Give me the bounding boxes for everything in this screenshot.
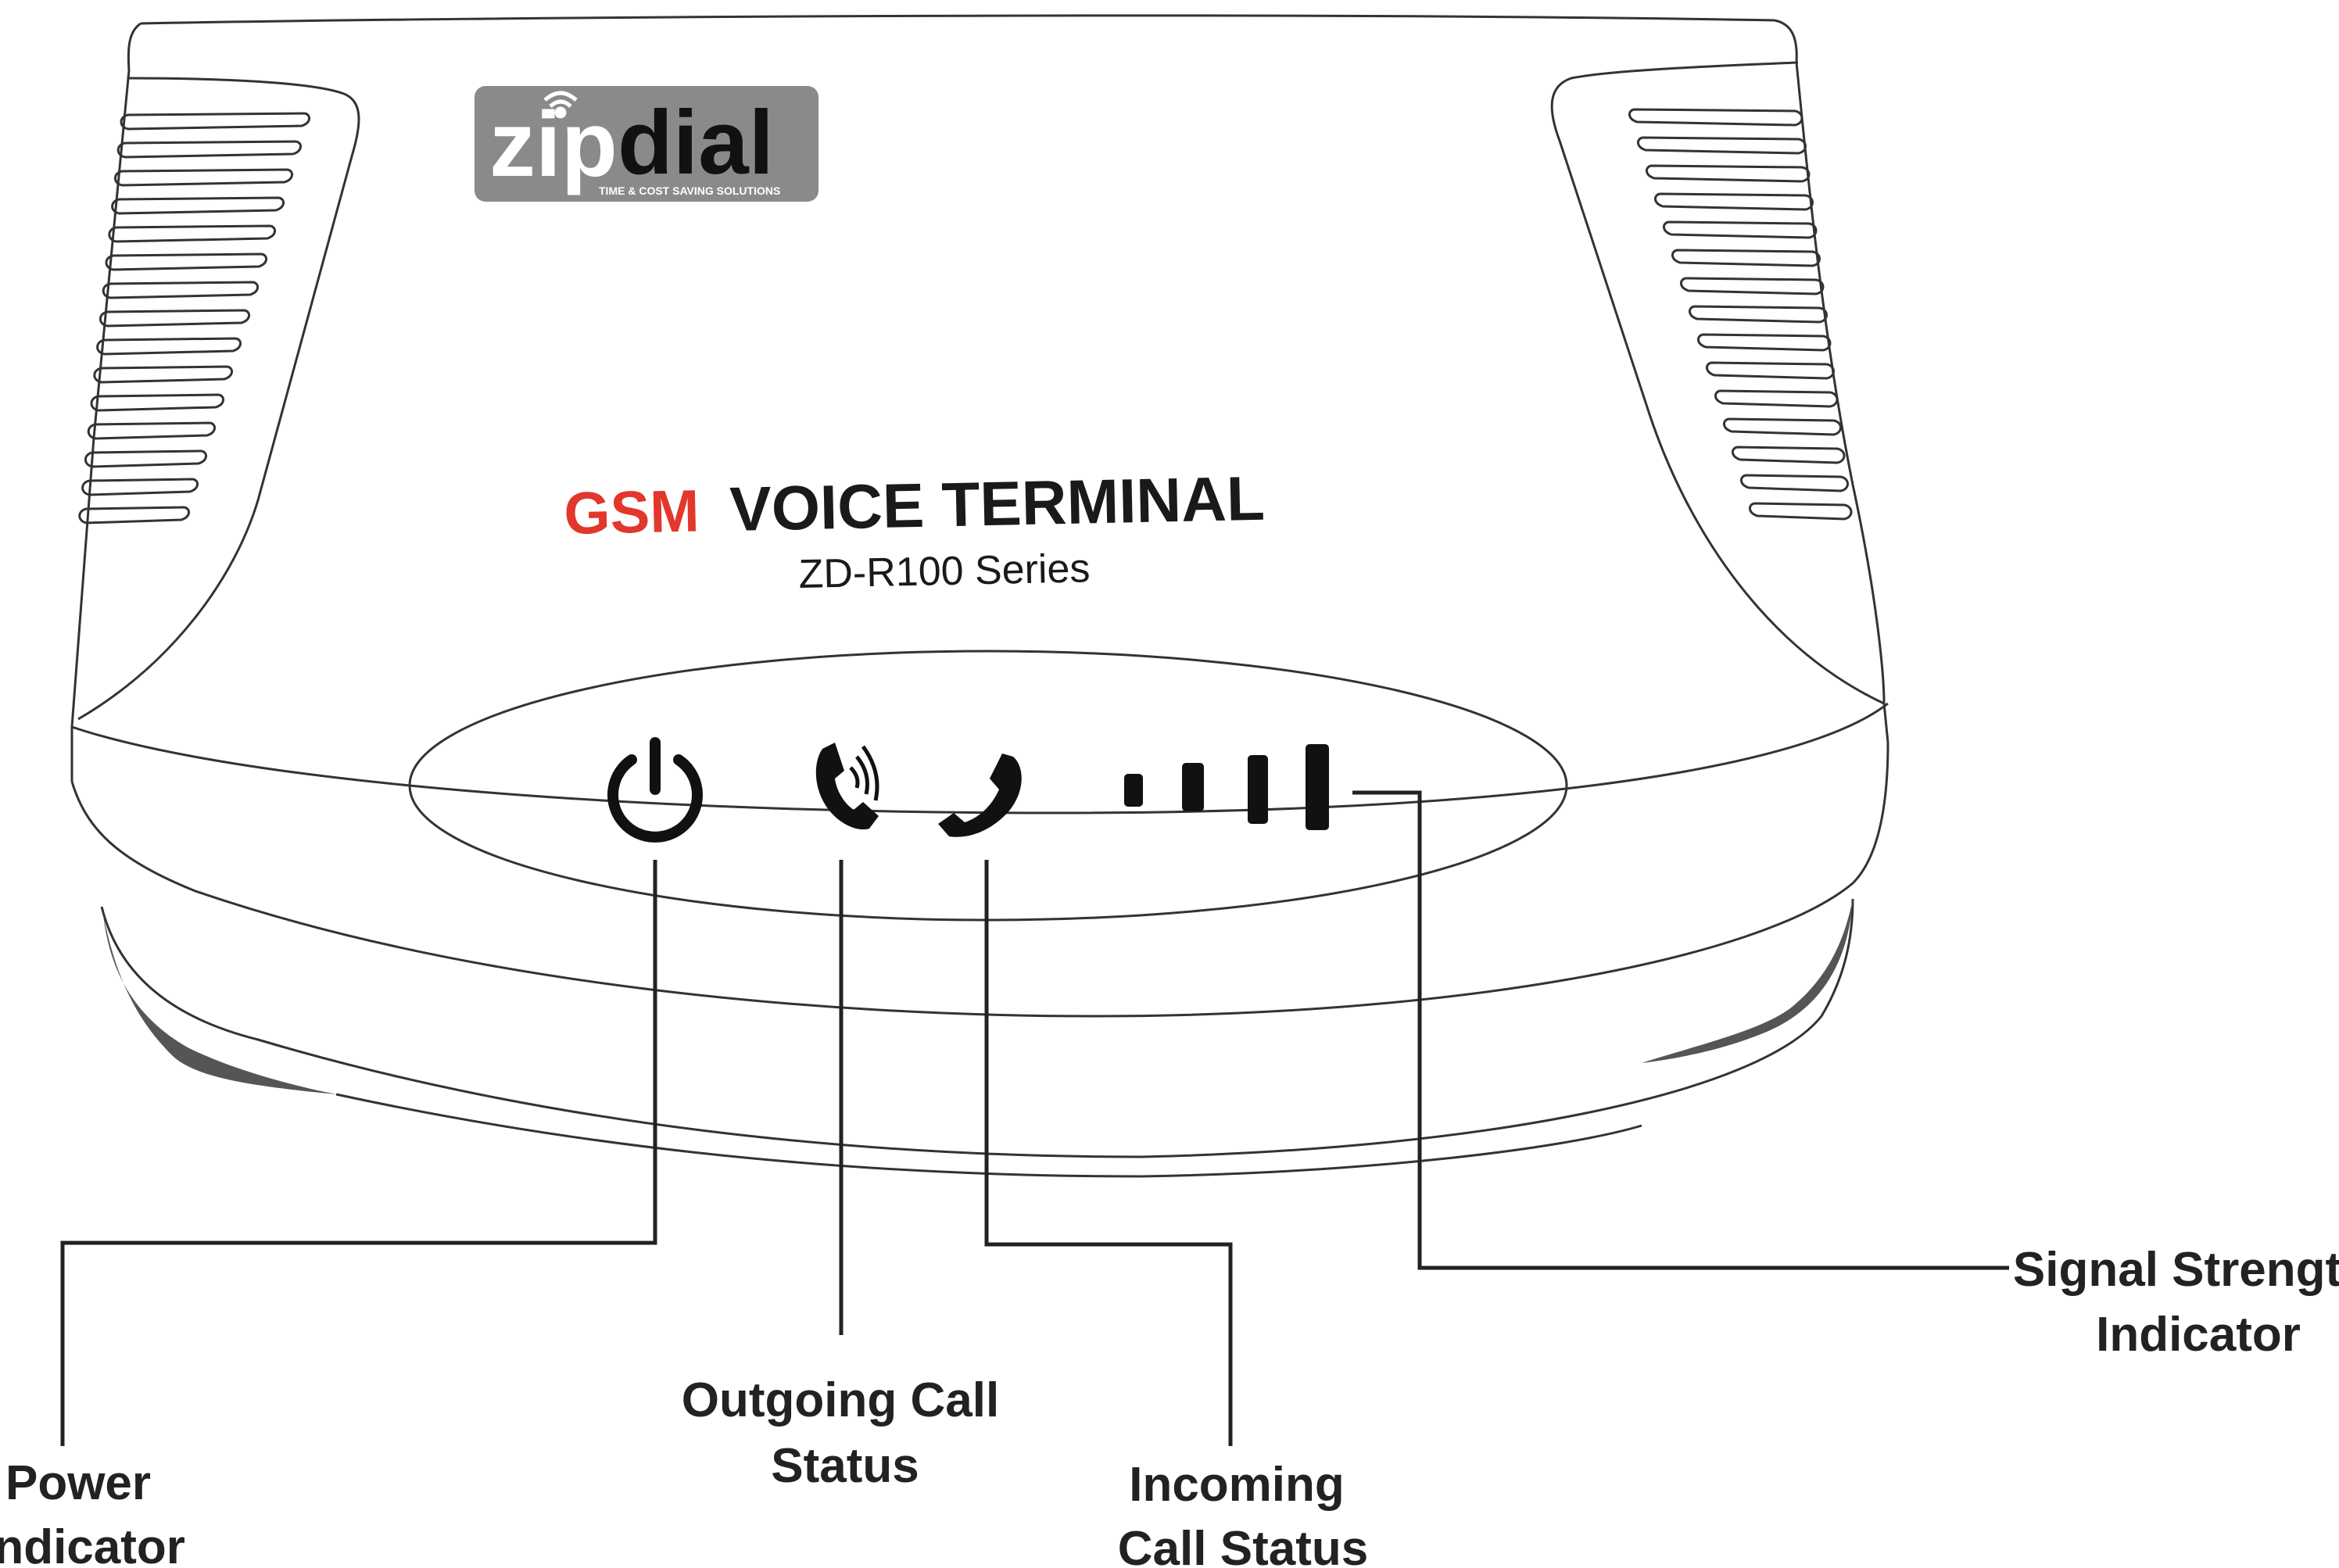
device-title: GSM VOICE TERMINAL ZD-R100 Series	[564, 464, 1266, 597]
incoming-call-icon	[938, 754, 1022, 837]
power-label-line1: Power	[5, 1456, 151, 1510]
signal-bar	[1306, 744, 1329, 830]
logo-wifi-icon	[543, 91, 578, 119]
signal-label-line1: Signal Strength	[2013, 1243, 2339, 1297]
vent-slot	[99, 309, 250, 328]
vent-slot	[78, 506, 190, 524]
incoming-label-line2: Call Status	[1118, 1522, 1368, 1568]
vent-slot	[96, 337, 242, 356]
vent-slot	[1637, 136, 1807, 155]
title-main: VOICE TERMINAL	[729, 464, 1265, 544]
outgoing-label-line2: Status	[771, 1439, 919, 1493]
vent-slot	[84, 449, 207, 468]
vent-slot	[1689, 305, 1828, 324]
vent-slot	[105, 252, 267, 271]
power-icon	[607, 737, 703, 843]
left-foot	[103, 915, 336, 1094]
vent-slot	[1749, 502, 1853, 521]
vent-slot	[1723, 417, 1842, 436]
model-text: ZD-R100 Series	[798, 546, 1091, 597]
vent-slot	[1732, 446, 1846, 464]
vent-slot	[1646, 164, 1811, 183]
right-vent-slots	[1628, 108, 1853, 521]
outgoing-call-icon	[815, 743, 879, 830]
leader-line-incoming	[984, 860, 1233, 1446]
leader-lines	[60, 790, 2009, 1446]
power-label-line2: Indicator	[0, 1520, 185, 1568]
vent-slot	[1714, 389, 1839, 408]
outgoing-label-line1: Outgoing Call	[682, 1373, 999, 1427]
vent-slot	[1680, 277, 1825, 295]
vent-slot	[1628, 108, 1804, 127]
vent-slot	[1706, 361, 1835, 380]
left-vent-slots	[78, 112, 310, 524]
zipdial-logo: zip dial TIME & COST SAVING SOLUTIONS	[475, 86, 818, 202]
vent-slot	[1654, 192, 1814, 211]
incoming-label-line1: Incoming	[1129, 1458, 1345, 1512]
signal-bar	[1124, 774, 1143, 807]
vent-slot	[93, 365, 233, 384]
logo-tagline: TIME & COST SAVING SOLUTIONS	[599, 184, 780, 197]
signal-label-line2: Indicator	[2096, 1308, 2301, 1362]
vent-slot	[81, 478, 199, 496]
vent-slot	[1740, 474, 1849, 492]
vent-slot	[111, 196, 285, 215]
signal-bar	[1248, 755, 1268, 824]
vent-slot	[1671, 249, 1821, 267]
indicator-labels: Power Indicator Outgoing Call Status Inc…	[0, 1243, 2339, 1568]
vent-slot	[1697, 333, 1832, 352]
leader-line-signal	[1352, 790, 2009, 1270]
signal-bars-icon	[1124, 744, 1329, 830]
vent-slot	[113, 168, 293, 187]
vent-slot	[90, 393, 224, 412]
vent-slot	[1663, 220, 1818, 239]
vent-slot	[108, 224, 276, 243]
logo-dial-text: dial	[618, 91, 774, 193]
vent-slot	[102, 281, 259, 299]
title-accent: GSM	[564, 478, 700, 547]
device-body	[70, 14, 1889, 1178]
signal-bar	[1182, 763, 1204, 811]
vent-slot	[116, 140, 302, 159]
leader-line-power	[60, 860, 657, 1446]
vent-slot	[87, 421, 216, 440]
logo-zip-text: zip	[489, 93, 618, 196]
right-foot	[1642, 899, 1853, 1063]
vent-slot	[120, 112, 310, 131]
